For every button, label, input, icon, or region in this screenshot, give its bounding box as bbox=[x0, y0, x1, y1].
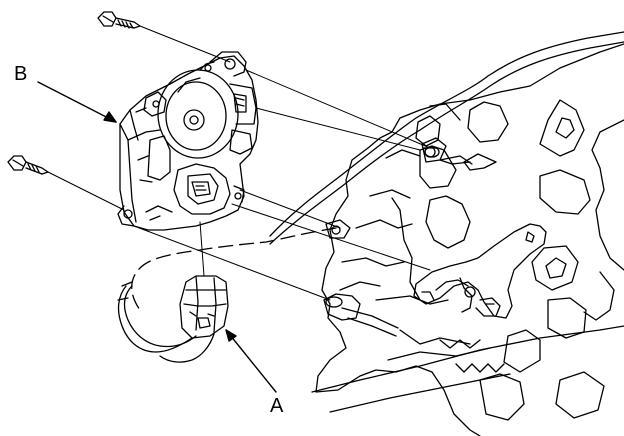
alignment-lines bbox=[47, 25, 431, 301]
screw-boss-upper bbox=[421, 137, 471, 165]
heater-unit-housing bbox=[311, 43, 624, 436]
callout-label-b: B bbox=[14, 63, 28, 85]
mounting-screw-lower bbox=[7, 155, 49, 175]
callout-label-a: A bbox=[270, 395, 284, 417]
actuator-linkage-arm bbox=[413, 223, 547, 319]
callout-a-arrow bbox=[225, 329, 277, 393]
actuator-motor bbox=[117, 51, 259, 231]
wire-harness bbox=[131, 31, 624, 311]
callout-b-arrow bbox=[37, 81, 117, 123]
electrical-connector bbox=[117, 221, 229, 363]
screw-boss-lower bbox=[323, 293, 399, 337]
mounting-screw-upper bbox=[97, 11, 141, 29]
